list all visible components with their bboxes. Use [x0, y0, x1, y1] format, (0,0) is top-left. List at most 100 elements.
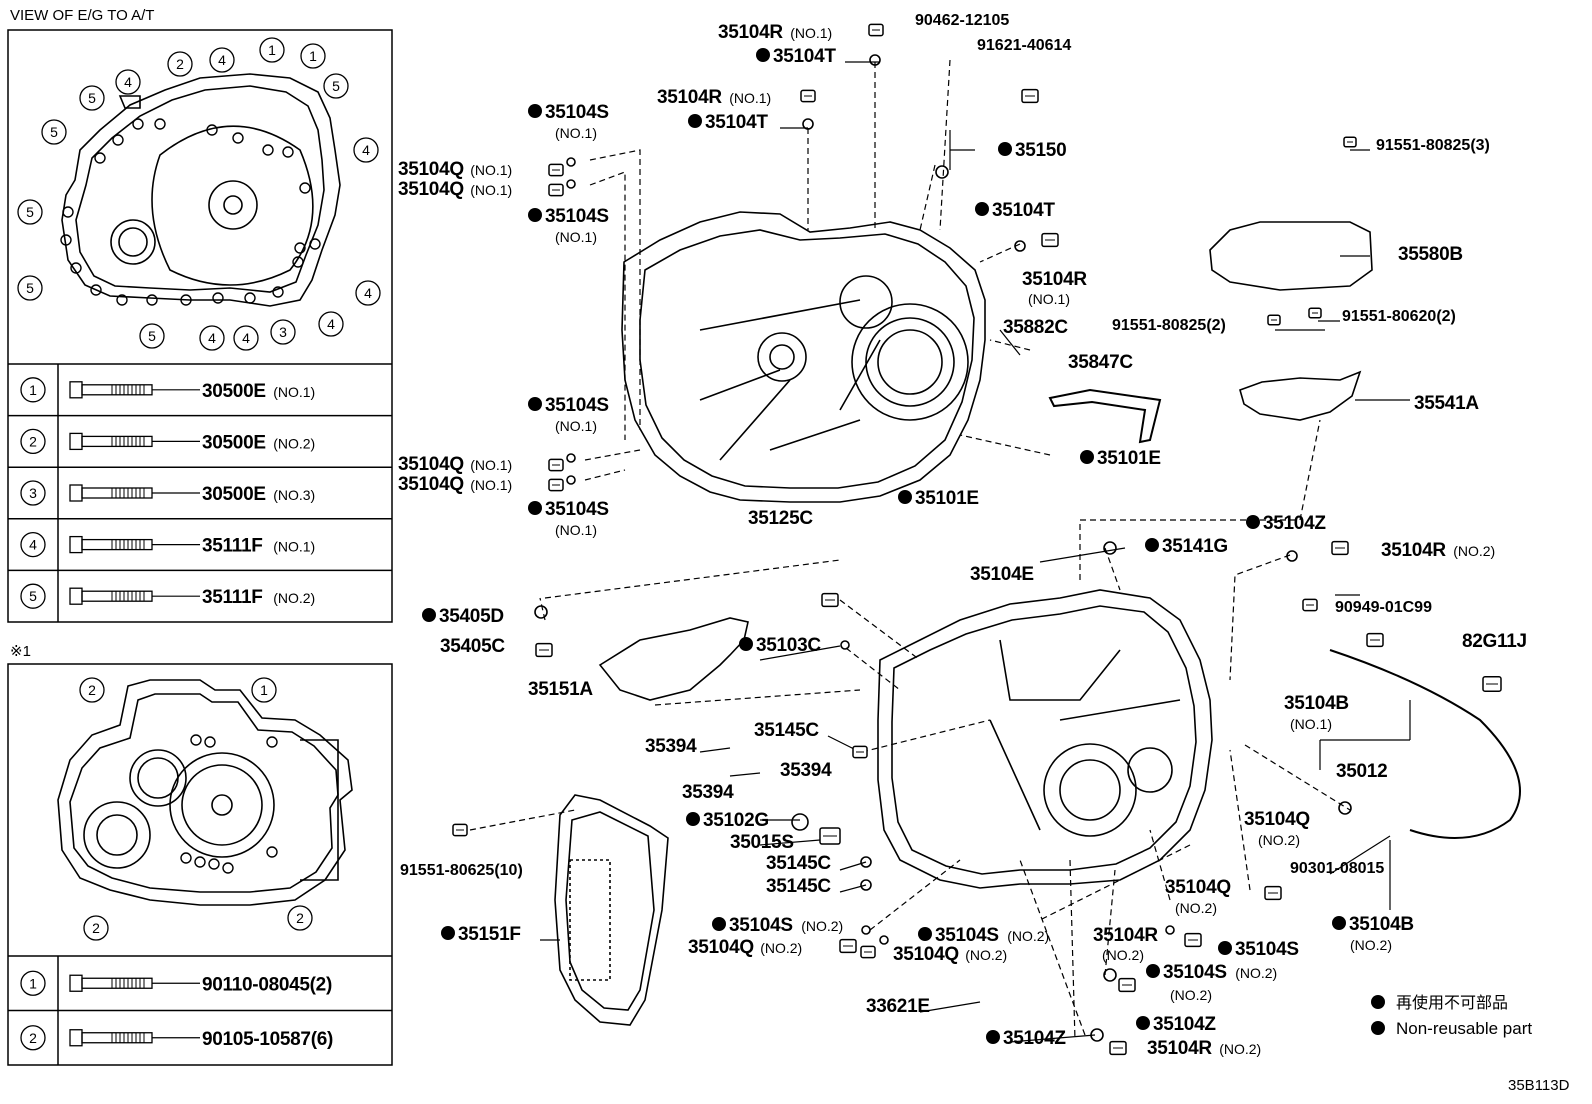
callout-circle — [199, 325, 225, 351]
non-reusable-dot — [1145, 538, 1159, 552]
non-reusable-dot — [986, 1030, 1000, 1044]
table-row-number: 3 — [29, 485, 37, 501]
callout-number: 4 — [124, 74, 132, 90]
part-number-label: 33621E — [866, 996, 930, 1017]
table-row-number: 2 — [29, 1030, 37, 1046]
callout-number: 5 — [50, 124, 58, 140]
part-number-label: 35015S — [730, 832, 794, 853]
part-qualifier-label: (NO.1) — [1290, 716, 1332, 732]
part-qualifier-label: (NO.1) — [555, 125, 597, 141]
non-reusable-dot — [528, 104, 542, 118]
table-row-number: 4 — [29, 537, 37, 553]
callout-number: 5 — [26, 280, 34, 296]
non-reusable-dot — [441, 926, 455, 940]
part-qualifier-label: (NO.1) — [555, 418, 597, 434]
callout-circle — [233, 325, 259, 351]
non-reusable-dot — [1246, 515, 1260, 529]
callout-circle — [318, 311, 344, 337]
part-number-label: 91551-80620(2) — [1342, 308, 1456, 325]
part-number-label: 35125C — [748, 508, 813, 529]
legend: 再使用不可部品 Non-reusable part — [1371, 994, 1532, 1038]
part-number-label: 35103C — [756, 635, 821, 656]
part-number-label: 35104Q — [1244, 809, 1310, 830]
callout-circle — [287, 905, 313, 931]
non-reusable-dot — [422, 608, 436, 622]
part-number-label: 35104Q — [893, 944, 959, 965]
part-qualifier-label: (NO.1) — [555, 522, 597, 538]
part-qualifier-label: (NO.1) — [470, 162, 512, 178]
part-number-label: 35101E — [915, 488, 979, 509]
part-number-label: 35104R — [1147, 1038, 1212, 1059]
part-number-label: 35104S — [545, 395, 609, 416]
part-number-label: 35104T — [773, 46, 836, 67]
transaxle-case-drawing — [877, 589, 1213, 889]
table-part-number: 30500E — [202, 432, 266, 453]
ref-mark: ※1 — [10, 643, 31, 660]
non-reusable-dot — [712, 917, 726, 931]
table-row-number: 1 — [29, 975, 37, 991]
non-reusable-dot — [898, 490, 912, 504]
table-part-qualifier: (NO.1) — [273, 384, 315, 400]
part-number-label: 35104T — [705, 112, 768, 133]
callout-number: 3 — [279, 324, 287, 340]
leader-lines — [452, 23, 1502, 1056]
part-number-label: 35104S — [545, 102, 609, 123]
table-part-number: 35111F — [202, 587, 263, 608]
part-number-label: 35104Q — [398, 474, 464, 495]
view-frame-top — [7, 29, 393, 623]
table-part-number: 35111F — [202, 536, 263, 557]
oil-cooler-hose-drawing — [1048, 388, 1521, 839]
table-row-number: 5 — [29, 588, 37, 604]
callout-circle — [83, 915, 109, 941]
part-qualifier-label: (NO.2) — [1219, 1041, 1261, 1057]
callout-number: 2 — [88, 682, 96, 698]
callout-number: 5 — [88, 90, 96, 106]
part-number-label: 35102G — [703, 810, 769, 831]
part-number-label: 35104S — [545, 206, 609, 227]
part-number-label: 35145C — [766, 876, 831, 897]
part-number-label: 35580B — [1398, 244, 1463, 265]
callout-circle — [323, 73, 349, 99]
callout-circle — [79, 677, 105, 703]
oil-strainer-drawing — [598, 617, 749, 701]
part-qualifier-label: (NO.1) — [470, 182, 512, 198]
part-number-label: 35104S — [729, 915, 793, 936]
part-qualifier-label: (NO.1) — [1028, 291, 1070, 307]
callout-number: 4 — [364, 285, 372, 301]
part-number-label: 35405D — [439, 606, 504, 627]
part-number-label: 35104S — [1163, 962, 1227, 983]
part-number-label: 90301-08015 — [1290, 860, 1384, 877]
part-number-label: 35104R — [1093, 925, 1158, 946]
transmission-side-housing-drawing — [57, 679, 353, 906]
part-number-label: 35104S — [545, 499, 609, 520]
part-number-label: 35104B — [1284, 693, 1349, 714]
table-row-number: 1 — [29, 382, 37, 398]
non-reusable-dot — [998, 142, 1012, 156]
part-number-label: 35104R — [1022, 269, 1087, 290]
part-number-label: 35104T — [992, 200, 1055, 221]
part-number-label: 35882C — [1003, 317, 1068, 338]
callout-number: 1 — [268, 42, 276, 58]
part-qualifier-label: (NO.2) — [1258, 832, 1300, 848]
table-row-number: 2 — [29, 433, 37, 449]
non-reusable-dot — [975, 202, 989, 216]
part-qualifier-label: (NO.1) — [555, 229, 597, 245]
callout-circle — [300, 43, 326, 69]
callout-circle — [355, 280, 381, 306]
callout-number: 2 — [92, 920, 100, 936]
part-number-label: 35151A — [528, 679, 593, 700]
callout-number: 2 — [176, 56, 184, 72]
callout-circle — [259, 37, 285, 63]
table-part-number: 90110-08045(2) — [202, 974, 332, 995]
part-qualifier-label: (NO.1) — [470, 477, 512, 493]
callout-circle — [17, 199, 43, 225]
part-number-label: 90949-01C99 — [1335, 599, 1432, 616]
legend-jp: 再使用不可部品 — [1396, 994, 1508, 1012]
part-number-label: 35104R — [718, 22, 783, 43]
part-number-label: 82G11J — [1462, 631, 1527, 652]
part-number-label: 35104Q — [1165, 877, 1231, 898]
callout-circle — [115, 69, 141, 95]
